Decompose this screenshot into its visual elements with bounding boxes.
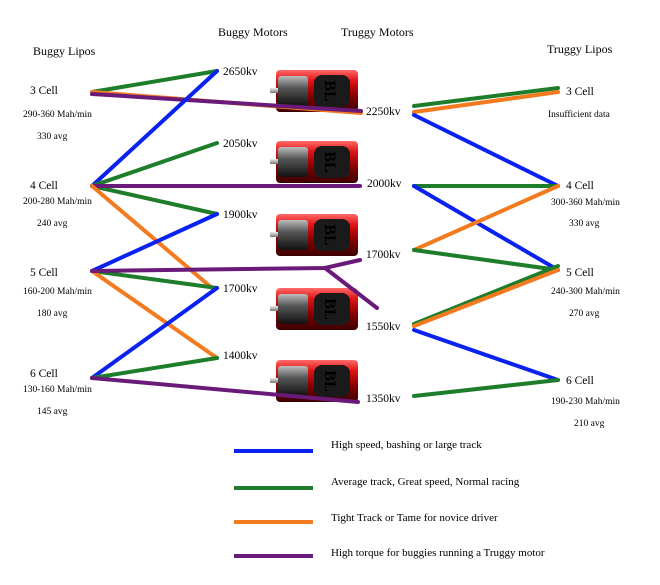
connector-green [412, 248, 560, 272]
connector-green [90, 356, 219, 380]
lipo-cell-label: 3 Cell [30, 85, 58, 97]
truggy-lipo-3-cell: 3 Cell Insufficient data [548, 86, 611, 120]
connector-green [90, 69, 219, 94]
buggy-motor-2650kv: 2650kv [223, 66, 258, 78]
legend-label: Tight Track or Tame for novice driver [331, 512, 498, 524]
motor-logo: BL [321, 298, 338, 319]
truggy-motor-2250kv: 2250kv [366, 106, 401, 118]
header-buggy-lipos: Buggy Lipos [33, 44, 96, 58]
motor-logo: BL [321, 224, 338, 245]
connector-green [90, 141, 219, 188]
lipo-range: 160-200 Mah/min [23, 287, 92, 297]
buggy-lipo-3-cell: 3 Cell 290-360 Mah/min 330 avg [23, 85, 92, 142]
connector-blue [90, 212, 219, 273]
motor-logo: BL [321, 151, 338, 172]
truggy-lipo-4-cell: 4 Cell 300-360 Mah/min 330 avg [551, 180, 620, 229]
legend-label: High torque for buggies running a Truggy… [331, 547, 545, 559]
lipo-range: 130-160 Mah/min [23, 385, 92, 395]
connector-green [90, 269, 219, 290]
lipo-cell-label: 5 Cell [566, 267, 594, 279]
legend: High speed, bashing or large track Avera… [234, 439, 545, 559]
truggy-motor-2000kv: 2000kv [367, 178, 402, 190]
buggy-lipo-4-cell: 4 Cell 200-280 Mah/min 240 avg [23, 180, 92, 229]
connector-blue [412, 113, 560, 188]
lipo-range: 240-300 Mah/min [551, 287, 620, 297]
lipo-avg: 330 avg [37, 132, 68, 142]
lipo-avg: 145 avg [37, 407, 68, 417]
motor-image: BL [270, 360, 358, 402]
connector-orange [90, 269, 219, 360]
connector-blue [412, 328, 560, 382]
connector-blue [90, 69, 219, 188]
lipo-cell-label: 6 Cell [566, 375, 594, 387]
motor-logo: BL [321, 370, 338, 391]
lipo-avg: 180 avg [37, 309, 68, 319]
connector-purple [90, 376, 360, 404]
connector-purple [90, 92, 363, 113]
connector-orange [412, 90, 560, 114]
buggy-motor-1400kv: 1400kv [223, 350, 258, 362]
lipo-avg: 210 avg [574, 419, 605, 429]
lipo-avg: 240 avg [37, 219, 68, 229]
connector-blue [412, 184, 560, 272]
buggy-lipo-6-cell: 6 Cell 130-160 Mah/min 145 avg [23, 368, 92, 417]
truggy-motor-1350kv: 1350kv [366, 393, 401, 405]
lipo-cell-label: 6 Cell [30, 368, 58, 380]
lipo-range: 190-230 Mah/min [551, 397, 620, 407]
legend-label: Average track, Great speed, Normal racin… [331, 476, 520, 488]
truggy-motor-1700kv: 1700kv [366, 249, 401, 261]
lipo-range: 200-280 Mah/min [23, 197, 92, 207]
motor-image: BL [270, 214, 358, 256]
connector-orange [412, 268, 560, 328]
lipo-cell-label: 4 Cell [30, 180, 58, 192]
truggy-lipo-6-cell: 6 Cell 190-230 Mah/min 210 avg [551, 375, 620, 429]
legend-item-blue: High speed, bashing or large track [234, 439, 482, 453]
lipo-cell-label: 5 Cell [30, 267, 58, 279]
lipo-avg: 330 avg [569, 219, 600, 229]
legend-label: High speed, bashing or large track [331, 439, 482, 451]
lipo-cell-label: 4 Cell [566, 180, 594, 192]
buggy-lipo-5-cell: 5 Cell 160-200 Mah/min 180 avg [23, 267, 92, 319]
connector-green [412, 86, 560, 108]
buggy-motor-1900kv: 1900kv [223, 209, 258, 221]
legend-item-orange: Tight Track or Tame for novice driver [234, 512, 498, 524]
legend-item-green: Average track, Great speed, Normal racin… [234, 476, 520, 490]
header-truggy-motors: Truggy Motors [341, 25, 414, 39]
lipo-range: 290-360 Mah/min [23, 110, 92, 120]
legend-item-purple: High torque for buggies running a Truggy… [234, 547, 545, 559]
connector-purple [323, 266, 379, 310]
header-buggy-motors: Buggy Motors [218, 25, 288, 39]
lipo-range: 300-360 Mah/min [551, 198, 620, 208]
connector-purple [90, 258, 362, 273]
lipo-range: Insufficient data [548, 109, 611, 120]
motor-logo: BL [321, 80, 338, 101]
lipo-cell-label: 3 Cell [566, 86, 594, 98]
connector-green [412, 264, 560, 326]
truggy-lipo-5-cell: 5 Cell 240-300 Mah/min 270 avg [551, 267, 620, 319]
motor-image: BL [270, 70, 358, 112]
connector-blue [90, 286, 219, 380]
buggy-motor-1700kv: 1700kv [223, 283, 258, 295]
motor-image: BL [270, 141, 358, 183]
header-truggy-lipos: Truggy Lipos [547, 42, 613, 56]
buggy-motor-2050kv: 2050kv [223, 138, 258, 150]
connector-green [90, 184, 219, 216]
lipo-avg: 270 avg [569, 309, 600, 319]
truggy-motor-1550kv: 1550kv [366, 321, 401, 333]
connector-orange [412, 184, 560, 252]
connection-lines [90, 69, 560, 404]
connector-green [412, 378, 560, 398]
motor-image: BL [270, 288, 358, 330]
